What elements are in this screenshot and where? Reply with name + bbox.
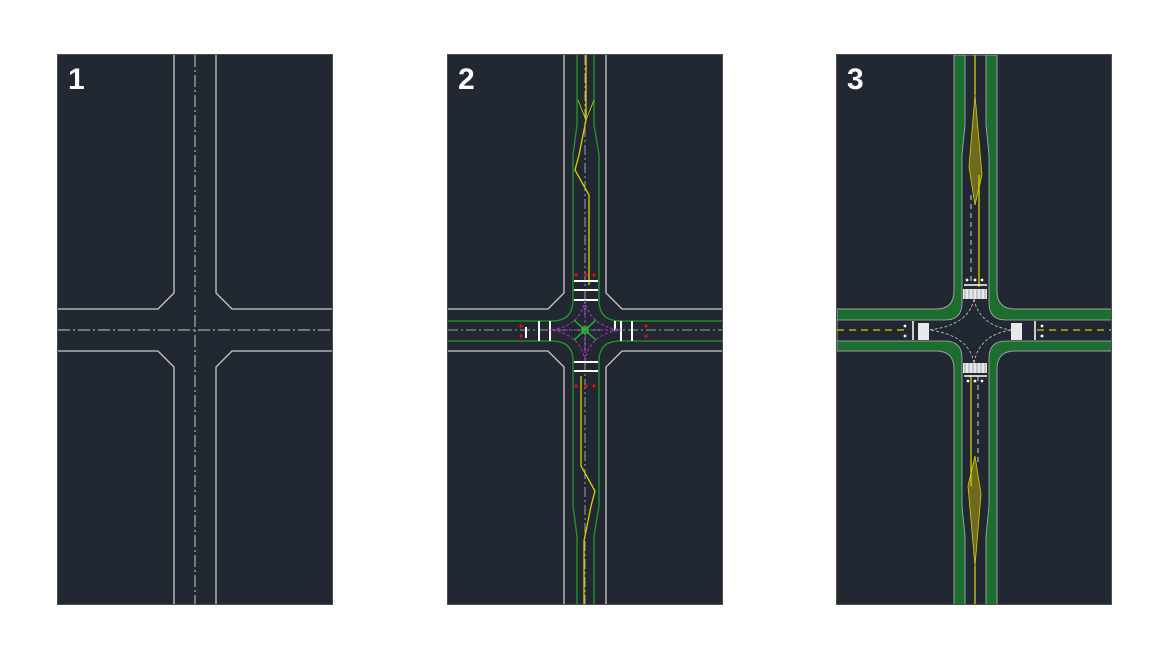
- panel-number: 3: [847, 63, 864, 96]
- lane-arrow-marker: [574, 273, 578, 277]
- lane-arrow-marker: [980, 379, 984, 383]
- crosswalk: [963, 363, 987, 373]
- yellow-lane-line: [580, 376, 596, 604]
- curb-line: [448, 55, 565, 310]
- intersection-design-drawing: [448, 55, 722, 604]
- lane-arrow-marker: [519, 334, 523, 338]
- crosswalk: [918, 323, 929, 340]
- turning-path: [549, 329, 586, 362]
- lane-arrow-marker: [584, 384, 588, 388]
- curb-line: [215, 350, 332, 604]
- edge-line: [593, 55, 722, 322]
- turning-path: [928, 329, 975, 364]
- turning-path: [549, 299, 586, 331]
- curb-line: [448, 350, 565, 604]
- lane-arrow-marker: [973, 379, 977, 383]
- panel-1: 1: [57, 54, 333, 605]
- lane-arrow-marker: [592, 273, 596, 277]
- turning-path: [584, 299, 622, 331]
- crosswalk: [1011, 323, 1022, 340]
- lane-arrow-marker: [1040, 324, 1044, 328]
- curb-line: [58, 350, 175, 604]
- panel-number: 2: [458, 63, 475, 96]
- lane-arrow-marker: [980, 278, 984, 282]
- lane-arrow-marker: [1040, 334, 1044, 338]
- yellow-taper: [577, 99, 595, 122]
- lane-arrow-marker: [574, 384, 578, 388]
- panel-number: 1: [68, 63, 85, 96]
- lane-arrow-marker: [644, 334, 648, 338]
- turning-path: [973, 329, 1012, 364]
- intersection-outline-drawing: [58, 55, 332, 604]
- panel-3: 3: [836, 54, 1112, 605]
- roadway: [837, 55, 1111, 604]
- edge-line: [593, 340, 722, 604]
- lane-arrow-marker: [644, 324, 648, 328]
- turning-path: [973, 298, 1012, 331]
- panel-2: 2: [447, 54, 723, 605]
- yellow-lane-line: [574, 55, 590, 285]
- curb-line: [58, 55, 175, 310]
- intersection-rendered-drawing: [837, 55, 1111, 604]
- lane-arrow-marker: [903, 334, 907, 338]
- sidewalk-edge: [837, 55, 1111, 604]
- curb-line: [605, 350, 722, 604]
- turning-path: [584, 329, 622, 362]
- turning-path: [928, 298, 975, 331]
- lane-arrow-marker: [973, 278, 977, 282]
- edge-line: [448, 340, 578, 604]
- curb-line: [605, 55, 722, 310]
- lane-arrow-marker: [965, 278, 969, 282]
- edge-line: [448, 55, 578, 322]
- curb-line: [215, 55, 332, 310]
- lane-arrow-marker: [903, 324, 907, 328]
- lane-arrow-marker: [592, 384, 596, 388]
- center-marker: [581, 326, 589, 334]
- lane-arrow-marker: [584, 273, 588, 277]
- crosswalk: [963, 289, 987, 299]
- center-x-marker: [573, 319, 597, 341]
- lane-arrow-marker: [966, 379, 970, 383]
- lane-arrow-marker: [519, 324, 523, 328]
